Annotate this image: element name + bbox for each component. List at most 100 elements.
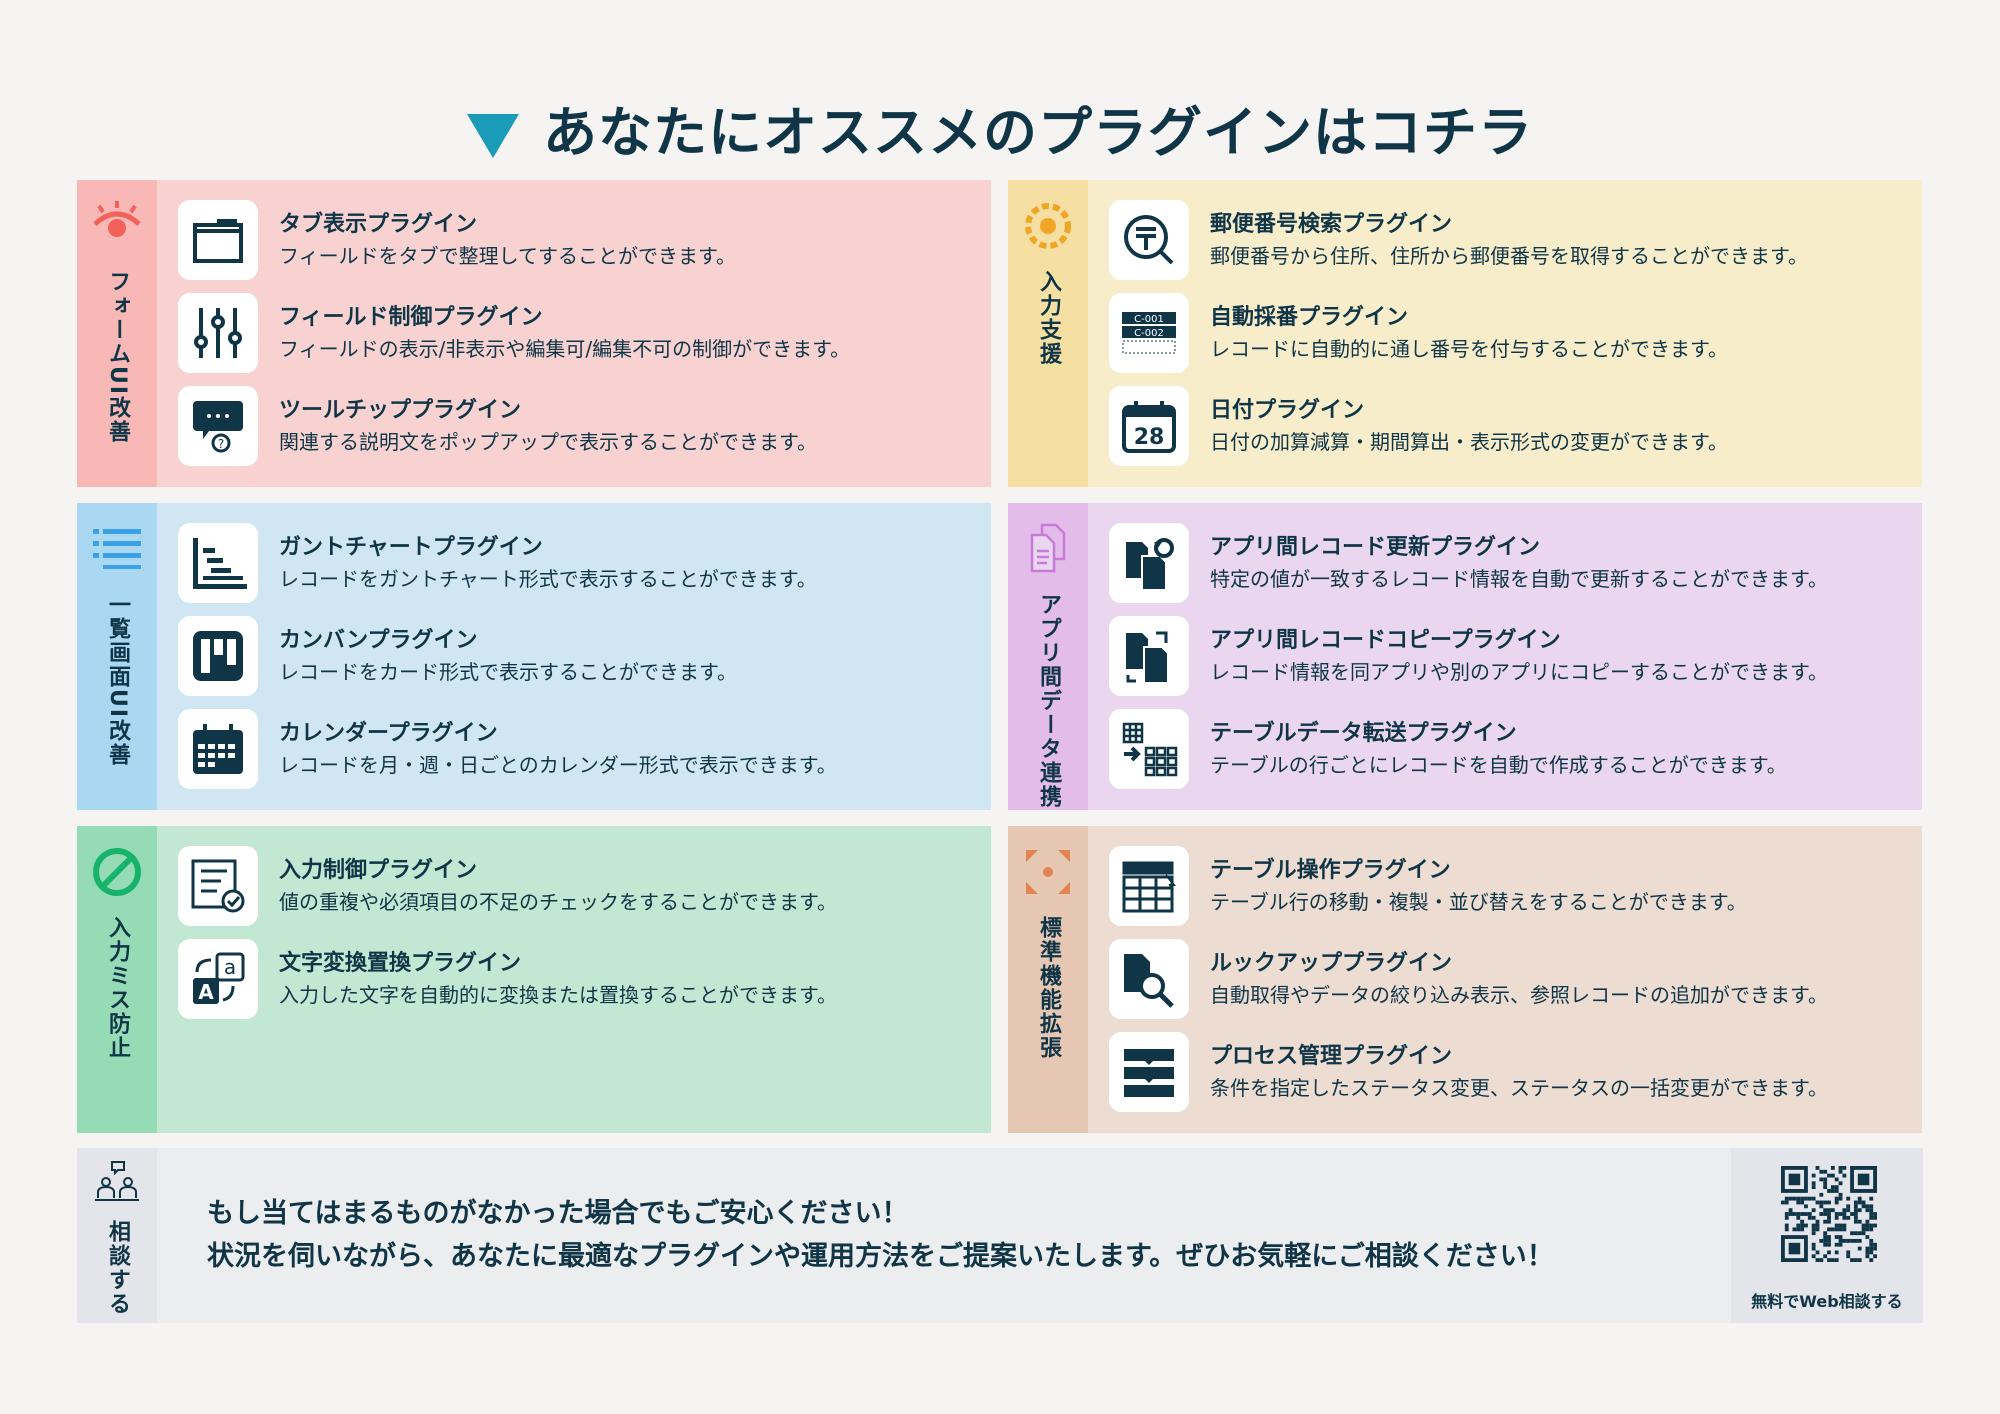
plugin-item[interactable]: アプリ間レコードコピープラグインレコード情報を同アプリや別のアプリにコピーするこ… <box>1109 616 1909 696</box>
table-transfer-icon <box>1109 709 1189 789</box>
gantt-icon <box>178 523 258 603</box>
tooltip-icon: ? <box>178 386 258 466</box>
plugin-title[interactable]: 文字変換置換プラグイン <box>279 951 522 976</box>
category-panel: 入力支援 郵便番号検索プラグイン郵便番号から住所、住所から郵便番号を取得することが… <box>1008 180 1922 487</box>
category-label: 一覧画面UI改善 <box>105 593 130 768</box>
sliders-icon <box>178 293 258 373</box>
plugin-title[interactable]: テーブル操作プラグイン <box>1210 858 1451 883</box>
title-text: あなたにオススメのプラグインはコチラ <box>543 101 1533 164</box>
plugin-title[interactable]: テーブルデータ転送プラグイン <box>1210 721 1517 746</box>
message-line-1: もし当てはまるものがなかった場合でもご安心ください！ <box>207 1198 909 1229</box>
form-check-icon <box>178 846 258 926</box>
category-panel: 入力ミス防止 入力制御プラグイン値の重複や必須項目の不足のチェックをすることができ… <box>77 826 991 1133</box>
category-label: フォームUI改善 <box>105 270 130 445</box>
plugin-description: フィールドをタブで整理してすることができます。 <box>279 244 736 268</box>
plugin-title[interactable]: ガントチャートプラグイン <box>279 535 543 560</box>
category-side: アプリ間データ連携 <box>1008 503 1088 810</box>
plugin-description: 郵便番号から住所、住所から郵便番号を取得することができます。 <box>1210 244 1808 268</box>
consult-label: 相談する <box>105 1220 130 1316</box>
triangle-icon <box>467 114 519 159</box>
qr-section[interactable]: 無料でWeb相談する <box>1731 1148 1923 1323</box>
svg-text:C-002: C-002 <box>1134 328 1164 339</box>
category-panel: 一覧画面UI改善 ガントチャートプラグインレコードをガントチャート形式で表示するこ… <box>77 503 991 810</box>
plugin-description: 値の重複や必須項目の不足のチェックをすることができます。 <box>279 890 837 914</box>
plugin-title[interactable]: 自動採番プラグイン <box>1210 305 1409 330</box>
plugin-title[interactable]: タブ表示プラグイン <box>279 212 478 237</box>
category-side: 入力ミス防止 <box>77 826 157 1133</box>
plugin-item[interactable]: カンバンプラグインレコードをカード形式で表示することができます。 <box>178 616 978 696</box>
process-icon <box>1109 1032 1189 1112</box>
svg-text:?: ? <box>218 437 224 451</box>
svg-text:a: a <box>224 955 236 979</box>
category-label: 標準機能拡張 <box>1036 916 1061 1060</box>
qr-code-icon[interactable] <box>1781 1166 1877 1262</box>
plugin-description: テーブル行の移動・複製・並び替えをすることができます。 <box>1210 890 1747 914</box>
expand-icon <box>1020 844 1076 904</box>
plugin-title[interactable]: フィールド制御プラグイン <box>279 305 543 330</box>
plugin-title[interactable]: カレンダープラグイン <box>279 721 498 746</box>
plugin-item[interactable]: ガントチャートプラグインレコードをガントチャート形式で表示することができます。 <box>178 523 978 603</box>
plugin-description: 自動取得やデータの絞り込み表示、参照レコードの追加ができます。 <box>1210 983 1828 1007</box>
plugin-description: 入力した文字を自動的に変換または置換することができます。 <box>279 983 837 1007</box>
plugin-title[interactable]: 郵便番号検索プラグイン <box>1210 212 1453 237</box>
plugin-item[interactable]: 28 日付プラグイン日付の加算減算・期間算出・表示形式の変更ができます。 <box>1109 386 1909 466</box>
list-icon <box>89 521 145 581</box>
category-panel: 標準機能拡張 テーブル操作プラグインテーブル行の移動・複製・並び替えをすることがで… <box>1008 826 1922 1133</box>
eye-icon <box>89 198 145 258</box>
calendar-date-icon: 28 <box>1109 386 1189 466</box>
plugin-item[interactable]: フィールド制御プラグインフィールドの表示/非表示や編集可/編集不可の制御ができま… <box>178 293 978 373</box>
plugin-title[interactable]: カンバンプラグイン <box>279 628 478 653</box>
plugin-title[interactable]: プロセス管理プラグイン <box>1210 1044 1453 1069</box>
plugin-title[interactable]: 日付プラグイン <box>1210 398 1365 423</box>
consult-side: 相談する <box>77 1148 157 1323</box>
plugin-description: レコードに自動的に通し番号を付与することができます。 <box>1210 337 1728 361</box>
kanban-icon <box>178 616 258 696</box>
plugin-item[interactable]: カレンダープラグインレコードを月・週・日ごとのカレンダー形式で表示できます。 <box>178 709 978 789</box>
plugin-title[interactable]: ルックアッププラグイン <box>1210 951 1453 976</box>
consult-people-icon <box>95 1161 139 1201</box>
plugin-item[interactable]: 郵便番号検索プラグイン郵便番号から住所、住所から郵便番号を取得することができます… <box>1109 200 1909 280</box>
table-edit-icon <box>1109 846 1189 926</box>
plugin-item[interactable]: 入力制御プラグイン値の重複や必須項目の不足のチェックをすることができます。 <box>178 846 978 926</box>
category-label: アプリ間データ連携 <box>1036 593 1061 809</box>
plugin-item[interactable]: ? ツールチッププラグイン関連する説明文をポップアップで表示することができます。 <box>178 386 978 466</box>
lookup-icon <box>1109 939 1189 1019</box>
category-panel: アプリ間データ連携 アプリ間レコード更新プラグイン特定の値が一致するレコード情報を… <box>1008 503 1922 810</box>
plugin-item[interactable]: タブ表示プラグインフィールドをタブで整理してすることができます。 <box>178 200 978 280</box>
plugin-title[interactable]: 入力制御プラグイン <box>279 858 478 883</box>
plugin-title[interactable]: アプリ間レコード更新プラグイン <box>1210 535 1541 560</box>
plugin-description: 関連する説明文をポップアップで表示することができます。 <box>279 430 817 454</box>
qr-label[interactable]: 無料でWeb相談する <box>1751 1292 1903 1311</box>
plugin-description: レコードを月・週・日ごとのカレンダー形式で表示できます。 <box>279 753 837 777</box>
documents-icon <box>1020 521 1076 581</box>
plugin-description: 条件を指定したステータス変更、ステータスの一括変更ができます。 <box>1210 1076 1828 1100</box>
plugin-item[interactable]: アプリ間レコード更新プラグイン特定の値が一致するレコード情報を自動で更新すること… <box>1109 523 1909 603</box>
plugin-description: レコードをガントチャート形式で表示することができます。 <box>279 567 817 591</box>
calendar-icon <box>178 709 258 789</box>
plugin-title[interactable]: ツールチッププラグイン <box>279 398 522 423</box>
plugin-description: 特定の値が一致するレコード情報を自動で更新することができます。 <box>1210 567 1828 591</box>
plugin-item[interactable]: テーブルデータ転送プラグインテーブルの行ごとにレコードを自動で作成することができ… <box>1109 709 1909 789</box>
plugin-item[interactable]: ルックアッププラグイン自動取得やデータの絞り込み表示、参照レコードの追加ができま… <box>1109 939 1909 1019</box>
prohibited-icon <box>89 844 145 904</box>
plugin-item[interactable]: プロセス管理プラグイン条件を指定したステータス変更、ステータスの一括変更ができま… <box>1109 1032 1909 1112</box>
plugin-description: レコードをカード形式で表示することができます。 <box>279 660 737 684</box>
category-label: 入力支援 <box>1036 270 1061 366</box>
record-update-icon <box>1109 523 1189 603</box>
plugin-description: レコード情報を同アプリや別のアプリにコピーすることができます。 <box>1210 660 1828 684</box>
consult-banner: 相談する もし当てはまるものがなかった場合でもご安心ください！ 状況を伺いながら、… <box>77 1148 1923 1323</box>
category-label: 入力ミス防止 <box>105 916 130 1060</box>
plugin-description: フィールドの表示/非表示や編集可/編集不可の制御ができます。 <box>279 337 851 361</box>
plugin-item[interactable]: テーブル操作プラグインテーブル行の移動・複製・並び替えをすることができます。 <box>1109 846 1909 926</box>
plugin-title[interactable]: アプリ間レコードコピープラグイン <box>1210 628 1561 653</box>
category-panel: フォームUI改善 タブ表示プラグインフィールドをタブで整理してすることができます。… <box>77 180 991 487</box>
tab-window-icon <box>178 200 258 280</box>
svg-text:C-001: C-001 <box>1134 314 1164 325</box>
message-line-2: 状況を伺いながら、あなたに最適なプラグインや運用方法をご提案いたします。ぜひお気… <box>207 1241 1554 1272</box>
gear-icon <box>1020 198 1076 258</box>
plugin-description: 日付の加算減算・期間算出・表示形式の変更ができます。 <box>1210 430 1728 454</box>
